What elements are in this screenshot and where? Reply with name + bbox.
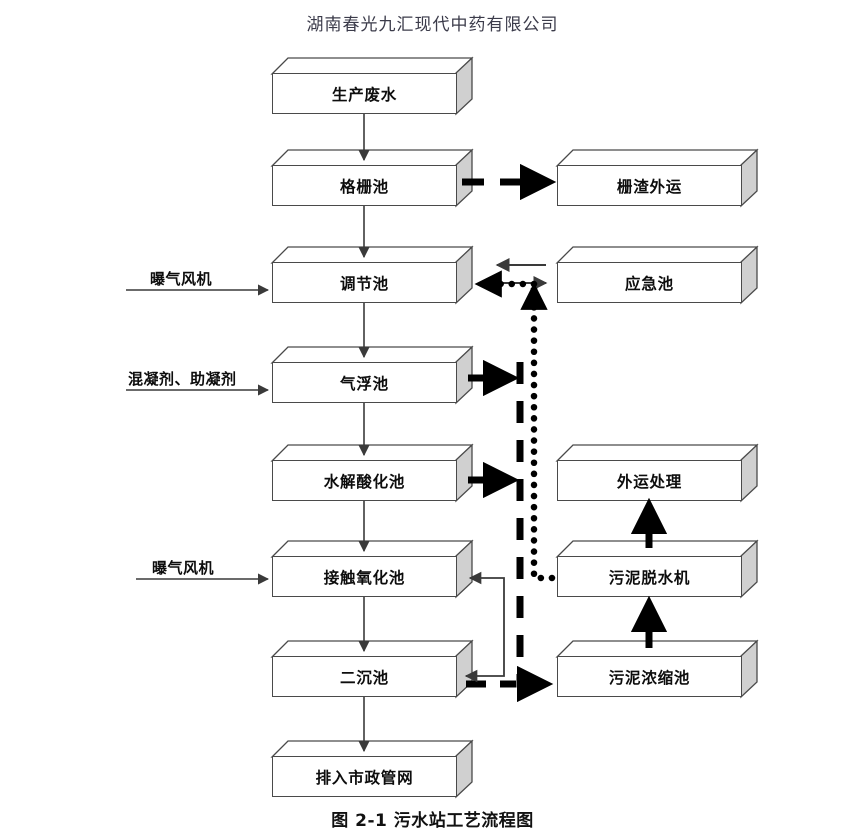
box-front-face: 外运处理 <box>557 460 742 501</box>
node-label: 外运处理 <box>616 472 683 491</box>
box-front-face: 生产废水 <box>272 73 457 114</box>
box-front-face: 污泥浓缩池 <box>557 656 742 697</box>
node-label: 污泥脱水机 <box>608 568 691 587</box>
input-label-混凝剂助凝剂: 混凝剂、助凝剂 <box>128 370 237 388</box>
box-front-face: 气浮池 <box>272 362 457 403</box>
process-node-调节池[interactable]: 调节池 <box>270 245 474 305</box>
node-label: 水解酸化池 <box>323 472 406 491</box>
box-front-face: 应急池 <box>557 262 742 303</box>
edge-二沉池-接触氧化池-return <box>464 571 505 683</box>
process-node-水解酸化池[interactable]: 水解酸化池 <box>270 443 474 503</box>
input-label-曝气风机-2: 曝气风机 <box>152 559 215 577</box>
process-node-外运处理[interactable]: 外运处理 <box>555 443 759 503</box>
node-label: 二沉池 <box>340 668 389 687</box>
node-label: 气浮池 <box>340 374 389 393</box>
node-label: 应急池 <box>625 274 674 293</box>
page-title: 湖南春光九汇现代中药有限公司 <box>306 15 559 35</box>
node-label: 排入市政管网 <box>315 768 414 787</box>
box-front-face: 格栅池 <box>272 165 457 206</box>
box-front-face: 调节池 <box>272 262 457 303</box>
node-label: 接触氧化池 <box>323 568 406 587</box>
process-node-排入市政管网[interactable]: 排入市政管网 <box>270 739 474 799</box>
box-front-face: 水解酸化池 <box>272 460 457 501</box>
box-front-face: 排入市政管网 <box>272 756 457 797</box>
process-node-污泥脱水机[interactable]: 污泥脱水机 <box>555 539 759 599</box>
input-label-曝气风机-1: 曝气风机 <box>150 270 213 288</box>
figure-caption: 图 2-1 污水站工艺流程图 <box>331 811 534 831</box>
node-label: 污泥浓缩池 <box>608 668 691 687</box>
sludge-trunk-line <box>516 362 554 703</box>
process-node-接触氧化池[interactable]: 接触氧化池 <box>270 539 474 599</box>
process-node-应急池[interactable]: 应急池 <box>555 245 759 305</box>
box-front-face: 接触氧化池 <box>272 556 457 597</box>
process-node-气浮池[interactable]: 气浮池 <box>270 345 474 405</box>
node-label: 格栅池 <box>340 177 389 196</box>
node-label: 调节池 <box>340 274 389 293</box>
box-front-face: 栅渣外运 <box>557 165 742 206</box>
return-water-dotted-line <box>474 270 556 582</box>
box-front-face: 二沉池 <box>272 656 457 697</box>
process-node-栅渣外运[interactable]: 栅渣外运 <box>555 148 759 208</box>
node-label: 生产废水 <box>331 85 398 104</box>
process-node-格栅池[interactable]: 格栅池 <box>270 148 474 208</box>
process-node-生产废水[interactable]: 生产废水 <box>270 56 474 116</box>
node-label: 栅渣外运 <box>616 177 683 196</box>
process-node-污泥浓缩池[interactable]: 污泥浓缩池 <box>555 639 759 699</box>
box-front-face: 污泥脱水机 <box>557 556 742 597</box>
